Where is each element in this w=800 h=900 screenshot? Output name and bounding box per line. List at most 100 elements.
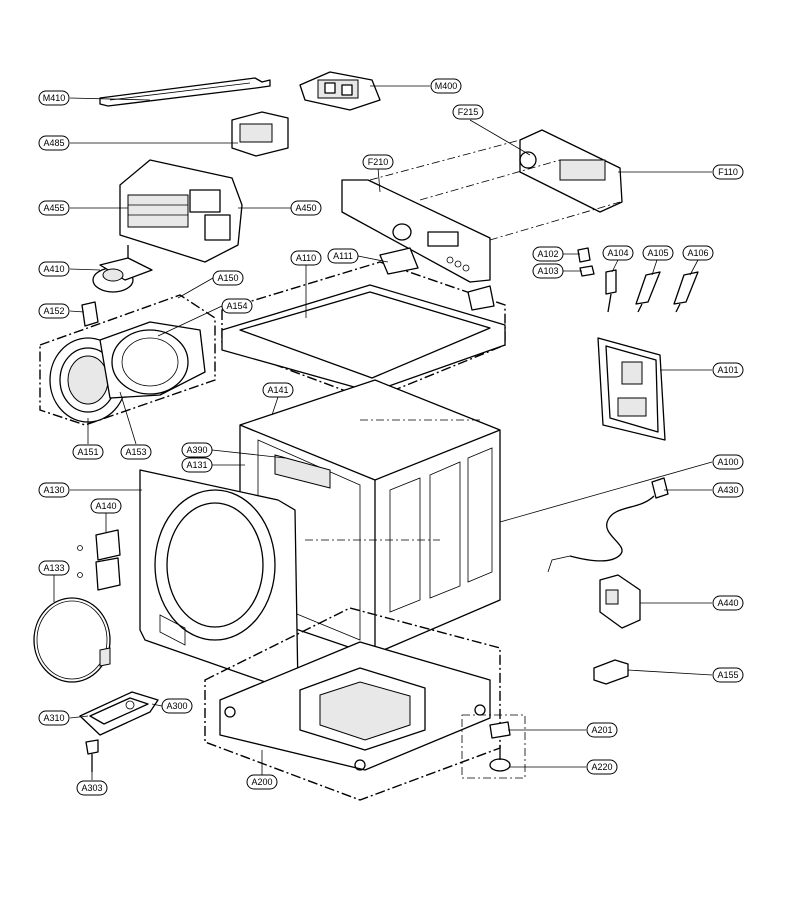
leader-a154 xyxy=(157,305,223,337)
part-f210-control-panel xyxy=(341,179,491,283)
callout-a111-text: A111 xyxy=(333,251,353,261)
callout-a300-text: A300 xyxy=(166,701,187,711)
callout-a140-text: A140 xyxy=(95,501,116,511)
callout-m400: M400 xyxy=(430,78,462,94)
callout-f110-text: F110 xyxy=(718,167,738,177)
part-a201-a220-feet xyxy=(461,714,526,779)
callout-a450-text: A450 xyxy=(295,203,316,213)
callout-a303: A303 xyxy=(76,780,108,796)
part-f110-dispenser xyxy=(369,129,623,241)
leader-a300 xyxy=(151,703,163,707)
callout-a154-text: A154 xyxy=(226,301,247,311)
part-a410-pump xyxy=(92,245,153,293)
callout-a200: A200 xyxy=(246,774,278,790)
part-m400-motor xyxy=(299,71,381,111)
callout-a310-text: A310 xyxy=(43,713,64,723)
callout-m400-text: M400 xyxy=(435,81,458,91)
callout-a110: A110 xyxy=(290,250,322,266)
part-a102-a103-clips xyxy=(577,247,595,277)
callout-a450: A450 xyxy=(290,200,322,216)
part-a310-a300-cover xyxy=(79,691,159,736)
callout-a440: A440 xyxy=(712,595,744,611)
callout-a104: A104 xyxy=(602,245,634,261)
callout-a485: A485 xyxy=(38,135,70,151)
leader-a104 xyxy=(611,259,619,273)
callout-a100-text: A100 xyxy=(717,457,738,467)
callout-a141: A141 xyxy=(262,382,294,398)
callout-a131-text: A131 xyxy=(186,460,207,470)
callout-a150: A150 xyxy=(212,270,244,286)
part-a455-a450-pcb xyxy=(119,159,243,263)
part-a106-valve xyxy=(673,271,699,313)
callout-a105: A105 xyxy=(642,245,674,261)
callout-a155: A155 xyxy=(712,667,744,683)
leader-a150 xyxy=(177,277,214,299)
callout-a151: A151 xyxy=(72,444,104,460)
callout-a390-text: A390 xyxy=(186,445,207,455)
callout-a106: A106 xyxy=(682,245,714,261)
part-a485-module xyxy=(231,111,289,157)
leader-a111 xyxy=(357,255,389,263)
leader-a152 xyxy=(69,310,85,313)
callout-f210-text: F210 xyxy=(368,157,389,167)
leader-lines xyxy=(53,85,713,782)
callout-a152: A152 xyxy=(38,303,70,319)
callout-a201-text: A201 xyxy=(591,725,612,735)
callout-m410: M410 xyxy=(38,90,70,106)
callout-f210: F210 xyxy=(362,154,394,170)
callout-f215: F215 xyxy=(452,104,484,120)
callout-f110: F110 xyxy=(712,164,744,180)
callout-a154: A154 xyxy=(221,298,253,314)
callout-a140: A140 xyxy=(90,498,122,514)
callout-a300: A300 xyxy=(161,698,193,714)
callout-a155-text: A155 xyxy=(717,670,738,680)
callout-a200-text: A200 xyxy=(251,777,272,787)
part-a440-filter xyxy=(599,574,641,629)
callout-a455: A455 xyxy=(38,200,70,216)
leader-a153 xyxy=(119,391,137,445)
callout-a133-text: A133 xyxy=(43,563,64,573)
callout-a110-text: A110 xyxy=(296,253,316,263)
callout-a153: A153 xyxy=(120,444,152,460)
leader-a141 xyxy=(271,396,279,416)
part-a101-rear-panel xyxy=(597,337,666,441)
part-a110-top-plate xyxy=(221,247,506,401)
callout-a104-text: A104 xyxy=(607,248,628,258)
callout-a201: A201 xyxy=(586,722,618,738)
callout-a410-text: A410 xyxy=(43,264,64,274)
part-a303-screw xyxy=(85,739,99,772)
callout-a440-text: A440 xyxy=(717,598,738,608)
part-a140-hinges xyxy=(77,529,121,591)
callout-a153-text: A153 xyxy=(125,447,146,457)
callout-a220: A220 xyxy=(586,759,618,775)
callout-labels: M410 M400 A485 F215 F210 F110 A455 A450 xyxy=(38,78,744,796)
leader-a310 xyxy=(69,715,89,719)
callout-a106-text: A106 xyxy=(687,248,708,258)
callout-a102-text: A102 xyxy=(537,249,558,259)
callout-a455-text: A455 xyxy=(43,203,64,213)
leader-f210 xyxy=(377,167,381,193)
leader-a155 xyxy=(627,669,713,676)
callout-a310: A310 xyxy=(38,710,70,726)
callout-a151-text: A151 xyxy=(77,447,98,457)
callout-a430-text: A430 xyxy=(717,485,738,495)
part-a200-base xyxy=(204,607,501,801)
callout-a103: A103 xyxy=(532,263,564,279)
leader-a106 xyxy=(689,259,699,276)
callout-a100: A100 xyxy=(712,454,744,470)
callout-a130: A130 xyxy=(38,482,70,498)
leader-a390 xyxy=(211,449,286,459)
part-a430-power-cord xyxy=(547,477,669,573)
leader-f215 xyxy=(469,119,531,156)
callout-a430: A430 xyxy=(712,482,744,498)
callout-a141-text: A141 xyxy=(267,385,288,395)
callout-a150-text: A150 xyxy=(217,273,238,283)
callout-a131: A131 xyxy=(181,457,213,473)
callout-a105-text: A105 xyxy=(647,248,668,258)
callout-f215-text: F215 xyxy=(458,107,479,117)
leader-a100 xyxy=(499,461,713,523)
part-a150-door-assembly xyxy=(39,294,216,426)
callout-a101-text: A101 xyxy=(717,365,738,375)
part-a105-valve xyxy=(635,271,661,313)
